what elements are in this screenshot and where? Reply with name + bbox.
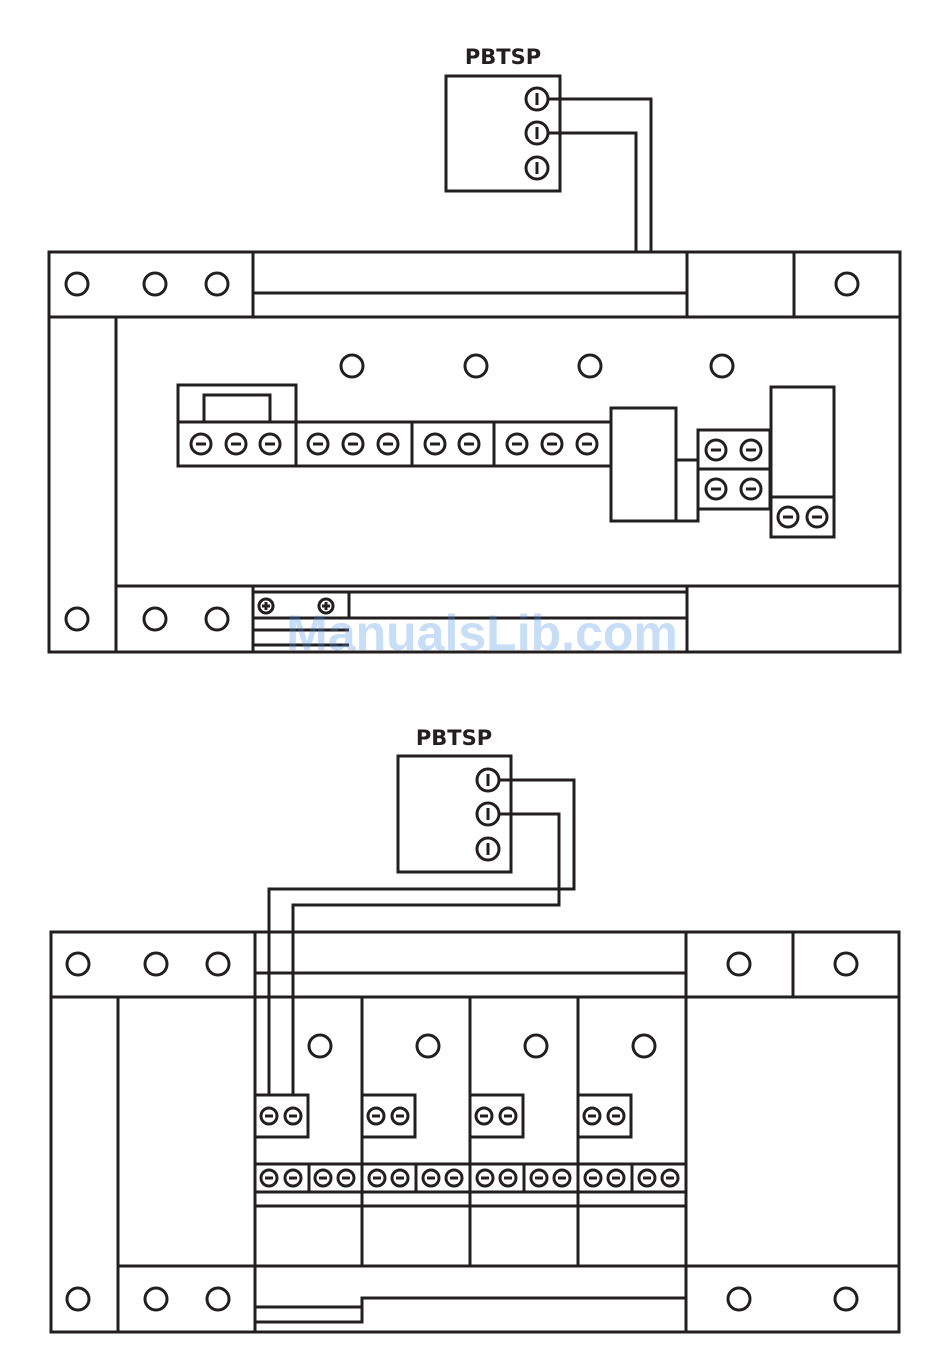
- terminal-screw-icon: [226, 434, 246, 454]
- pbtsp-label-bottom: PBTSP: [416, 726, 492, 750]
- terminal-screw-icon: [378, 434, 398, 454]
- bottom-right-bracket: [687, 586, 900, 652]
- terminal-screw-icon: [369, 1170, 385, 1186]
- bottom-left-bracket: [116, 586, 253, 652]
- top-left-bracket: [49, 252, 253, 317]
- terminal-screw-icon: [500, 1108, 516, 1124]
- bottom-left-bracket: [118, 1266, 255, 1332]
- terminal-screw-icon: [542, 434, 562, 454]
- pbtsp-label-top: PBTSP: [465, 45, 541, 69]
- terminal-screw-icon: [392, 1170, 408, 1186]
- terminal-screw-icon: [261, 1170, 277, 1186]
- pbtsp-terminal-2: [477, 803, 499, 825]
- bottom-right-bracket: [686, 1266, 899, 1332]
- left-rail: [49, 317, 116, 652]
- terminal-screw-icon: [459, 434, 479, 454]
- terminal-screw-icon: [285, 1170, 301, 1186]
- terminal-screw-icon: [531, 1170, 547, 1186]
- terminal-screw-icon: [446, 1170, 462, 1186]
- terminal-screw-icon: [706, 479, 726, 499]
- terminal-screw-icon: [368, 1108, 384, 1124]
- terminal-screw-icon: [662, 1170, 678, 1186]
- terminal-screw-icon: [778, 507, 798, 527]
- terminal-screw-icon: [706, 440, 726, 460]
- terminal-screw-icon: [807, 507, 827, 527]
- terminal-screw-icon: [260, 434, 280, 454]
- terminal-screw-icon: [261, 1108, 277, 1124]
- terminal-screw-icon: [608, 1108, 624, 1124]
- pbtsp-terminal-3: [477, 838, 499, 860]
- terminal-screw-icon: [315, 1170, 331, 1186]
- pbtsp-terminal-2: [526, 122, 548, 144]
- left-rail: [51, 997, 118, 1332]
- terminal-screw-icon: [577, 434, 597, 454]
- terminal-screw-icon: [308, 434, 328, 454]
- terminal-screw-icon: [476, 1108, 492, 1124]
- terminal-screw-icon: [425, 434, 445, 454]
- terminal-screw-icon: [343, 434, 363, 454]
- pbtsp-terminal-3: [526, 157, 548, 179]
- terminal-screw-icon: [585, 1170, 601, 1186]
- terminal-screw-icon: [741, 479, 761, 499]
- watermark-text: ManualsLib.com: [286, 605, 678, 661]
- top-diagram: PBTSP: [49, 45, 900, 652]
- terminal-screw-icon: [392, 1108, 408, 1124]
- terminal-screw-icon: [338, 1170, 354, 1186]
- top-left-bracket: [51, 932, 255, 997]
- bottom-diagram: PBTSP: [51, 726, 899, 1332]
- pbtsp-terminal-1: [477, 769, 499, 791]
- terminal-screw-icon: [608, 1170, 624, 1186]
- terminal-screw-icon: [423, 1170, 439, 1186]
- terminal-screw-icon: [477, 1170, 493, 1186]
- terminal-screw-icon: [584, 1108, 600, 1124]
- terminal-screw-icon: [554, 1170, 570, 1186]
- terminal-screw-icon: [639, 1170, 655, 1186]
- terminal-screw-icon: [500, 1170, 516, 1186]
- pbtsp-terminal-1: [526, 88, 548, 110]
- terminal-screw-icon: [191, 434, 211, 454]
- terminal-screw-icon: [741, 440, 761, 460]
- control-module: [611, 408, 676, 521]
- terminal-screw-icon: [285, 1108, 301, 1124]
- ground-terminal-icon: [259, 599, 273, 613]
- terminal-screw-icon: [507, 434, 527, 454]
